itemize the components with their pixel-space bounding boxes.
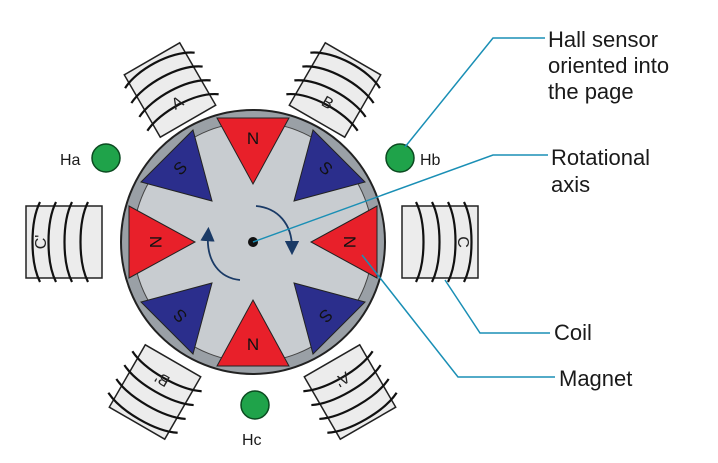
magnet-north-right — [309, 205, 378, 279]
magnet-south-lower-left — [140, 282, 213, 355]
hall-sensor-hc — [240, 390, 270, 420]
callout-magnet: Magnet — [559, 366, 632, 391]
magnet-south-upper-left — [140, 129, 213, 202]
coil-label-c-prime: C' — [33, 235, 50, 250]
leader-hall-sensor — [404, 37, 545, 148]
magnet-north-bottom — [216, 298, 290, 367]
callout-rotational-axis-line1: Rotational — [551, 145, 650, 170]
pole-label-n-top: N — [247, 129, 259, 148]
hall-sensor-ha — [91, 143, 121, 173]
pole-label-n-bottom: N — [247, 335, 259, 354]
sensor-label-hc: Hc — [242, 432, 262, 449]
coil-a-prime: A' — [303, 343, 398, 441]
callout-hall-sensor-line1: Hall sensor — [548, 27, 658, 52]
sensor-label-hb: Hb — [420, 152, 441, 169]
pole-label-n-left: N — [146, 236, 165, 248]
coil-label-c: C — [454, 236, 471, 248]
pole-label-n-right: N — [340, 236, 359, 248]
magnet-south-upper-right — [293, 129, 366, 202]
sensor-label-ha: Ha — [60, 152, 81, 169]
leader-coil — [444, 279, 550, 334]
coil-b: B — [286, 41, 382, 139]
curved-arrow-icon — [200, 226, 241, 281]
magnet-north-left — [128, 205, 197, 279]
coil-c-prime: C' — [25, 201, 103, 283]
magnet-set: N N N N S S S S — [128, 117, 378, 367]
hall-sensor-hb — [385, 143, 415, 173]
coil-a: A — [123, 41, 219, 139]
coil-b-prime: B' — [107, 343, 202, 441]
coil-c: C — [401, 201, 479, 283]
callout-rotational-axis-line2: axis — [551, 172, 590, 197]
magnet-south-lower-right — [293, 282, 366, 355]
leader-magnet — [361, 254, 555, 378]
curved-arrow-icon — [255, 205, 300, 256]
callout-hall-sensor-line2: oriented into — [548, 53, 669, 78]
callout-hall-sensor-line3: the page — [548, 79, 634, 104]
callout-coil: Coil — [554, 320, 592, 345]
magnet-north-top — [216, 117, 290, 186]
leader-rotational-axis — [252, 154, 548, 243]
